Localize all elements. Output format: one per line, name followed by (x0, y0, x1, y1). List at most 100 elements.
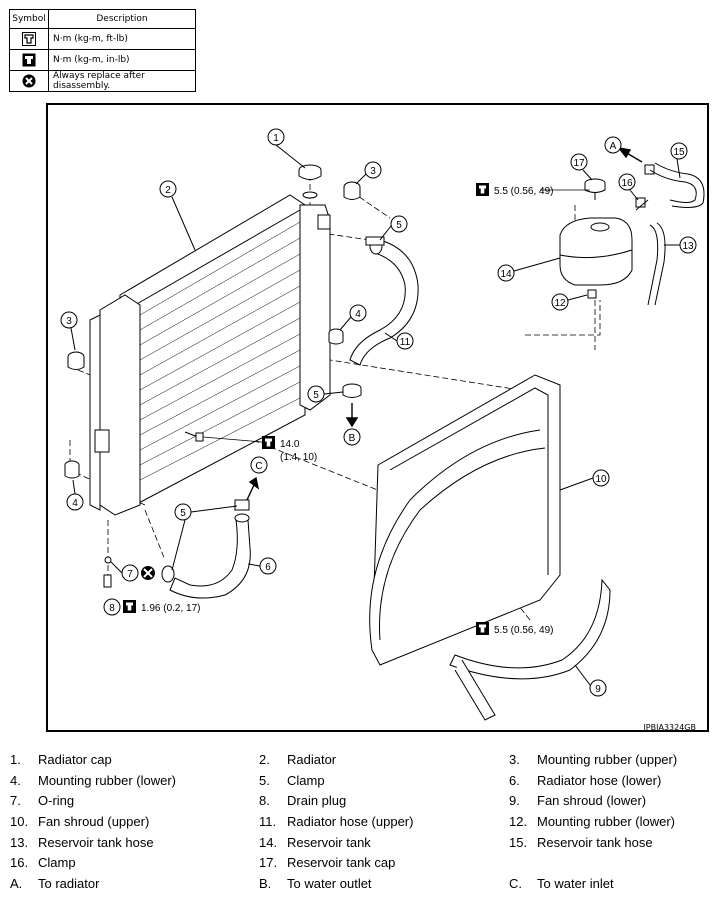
part-label: Radiator (287, 752, 337, 767)
diagram-frame (46, 103, 709, 732)
torque-wrench-small-icon (22, 53, 36, 67)
part-item: 15.Reservoir tank hose (509, 835, 709, 853)
callout-C: C (250, 456, 268, 474)
part-number: 4. (10, 773, 21, 788)
part-number: B. (259, 876, 272, 891)
callout-8: 8 (103, 598, 121, 616)
callout-10: 10 (592, 469, 610, 487)
callout-14: 14 (497, 264, 515, 282)
callout-4: 4 (349, 304, 367, 322)
part-number: 6. (509, 773, 520, 788)
callout-1: 1 (267, 128, 285, 146)
part-label: To water inlet (537, 876, 614, 891)
part-item: 5.Clamp (259, 773, 459, 791)
callout-6: 6 (259, 557, 277, 575)
svg-text:6: 6 (265, 562, 271, 573)
part-number: 11. (259, 814, 277, 829)
svg-text:5: 5 (180, 508, 186, 519)
part-item: 10. Fan shroud (upper) (10, 814, 210, 832)
part-number: 1. (10, 752, 21, 767)
svg-text:10: 10 (595, 474, 607, 485)
part-item: C. To water inlet (509, 876, 709, 894)
svg-text:13: 13 (682, 241, 694, 252)
part-label: Mounting rubber (lower) (537, 814, 676, 829)
part-number: C. (509, 876, 522, 891)
part-item: A.To radiator (10, 876, 210, 894)
part-item: 6. Radiator hose (lower) (509, 773, 709, 791)
part-item: 16. Clamp (10, 855, 210, 873)
torque-spec-reservoir: 5.5 (0.56, 49) (476, 183, 590, 197)
svg-text:14.0: 14.0 (280, 439, 300, 450)
torque-spec-shroud: 5.5 (0.56, 49) (476, 622, 553, 636)
radiator (89, 194, 331, 516)
svg-text:A: A (610, 141, 617, 152)
callout-A: A (604, 136, 622, 154)
part-number: 13. (10, 835, 29, 850)
part-item: 4. Mounting rubber (lower) (10, 773, 210, 791)
part-number: 15. (509, 835, 528, 850)
callout-4-left: 4 (66, 493, 84, 511)
always-replace-icon (22, 74, 36, 88)
svg-text:C: C (255, 461, 262, 472)
part-item: 3.Mounting rubber (upper) (509, 752, 709, 770)
svg-text:8: 8 (109, 603, 115, 614)
part-label: Fan shroud (upper) (38, 814, 150, 829)
fan-shroud-upper (369, 374, 561, 666)
part-label: O-ring (38, 793, 75, 808)
part-label: Mounting rubber (lower) (38, 773, 177, 788)
mounting-rubber-lower (64, 328, 344, 479)
clamp (342, 383, 362, 398)
part-number: 17. (259, 855, 278, 870)
callout-B: B (343, 428, 361, 446)
svg-text:2: 2 (165, 185, 171, 196)
reservoir-tank-hoses (635, 162, 705, 306)
callout-12: 12 (551, 293, 569, 311)
part-item: 2.Radiator (259, 752, 459, 770)
svg-text:16: 16 (621, 178, 633, 189)
part-label: Clamp (38, 855, 76, 870)
callout-16: 16 (618, 173, 636, 191)
callout-17: 17 (570, 153, 588, 171)
svg-text:4: 4 (355, 309, 361, 320)
part-number: 5. (259, 773, 270, 788)
svg-text:5: 5 (396, 220, 402, 231)
svg-text:17: 17 (573, 158, 585, 169)
fan-shroud-lower (449, 578, 611, 721)
svg-text:5: 5 (313, 390, 319, 401)
radiator-cap (298, 164, 322, 199)
part-label: Radiator cap (38, 752, 112, 767)
svg-text:14: 14 (500, 269, 512, 280)
part-number: 7. (10, 793, 21, 808)
part-label: Radiator hose (lower) (537, 773, 662, 788)
part-label: Reservoir tank (287, 835, 371, 850)
torque-wrench-icon (22, 32, 36, 46)
svg-text:1.96 (0.2, 17): 1.96 (0.2, 17) (141, 603, 200, 614)
torque-spec-drain-plug: 1.96 (0.2, 17) (123, 600, 200, 614)
figure-code: JPBIA3324GB (642, 723, 696, 732)
legend-description: Always replace after disassembly. (48, 70, 196, 92)
part-item: 17. Reservoir tank cap (259, 855, 459, 873)
callout-2: 2 (159, 180, 177, 198)
part-number: 16. (10, 855, 29, 870)
flow-arrows (246, 146, 643, 501)
svg-text:11: 11 (400, 337, 411, 348)
part-label: Reservoir tank hose (38, 835, 154, 850)
svg-text:3: 3 (66, 316, 72, 327)
part-number: A. (10, 876, 23, 891)
callout-5-b: 5 (307, 385, 325, 403)
svg-text:5.5 (0.56, 49): 5.5 (0.56, 49) (494, 186, 553, 197)
part-item: B.To water outlet (259, 876, 459, 894)
part-number: 10. (10, 814, 29, 829)
svg-text:9: 9 (595, 684, 601, 695)
svg-text:12: 12 (554, 298, 566, 309)
svg-text:5.5 (0.56, 49): 5.5 (0.56, 49) (494, 625, 553, 636)
callout-15: 15 (670, 142, 688, 160)
symbol-legend-table: Symbol Description N·m (kg-m, ft-lb) N·m… (9, 9, 196, 92)
part-label: Reservoir tank cap (287, 855, 396, 870)
svg-text:4: 4 (72, 498, 78, 509)
svg-text:1: 1 (273, 133, 279, 144)
part-label: Fan shroud (lower) (537, 793, 647, 808)
part-number: 8. (259, 793, 270, 808)
callout-3-left: 3 (60, 311, 78, 329)
